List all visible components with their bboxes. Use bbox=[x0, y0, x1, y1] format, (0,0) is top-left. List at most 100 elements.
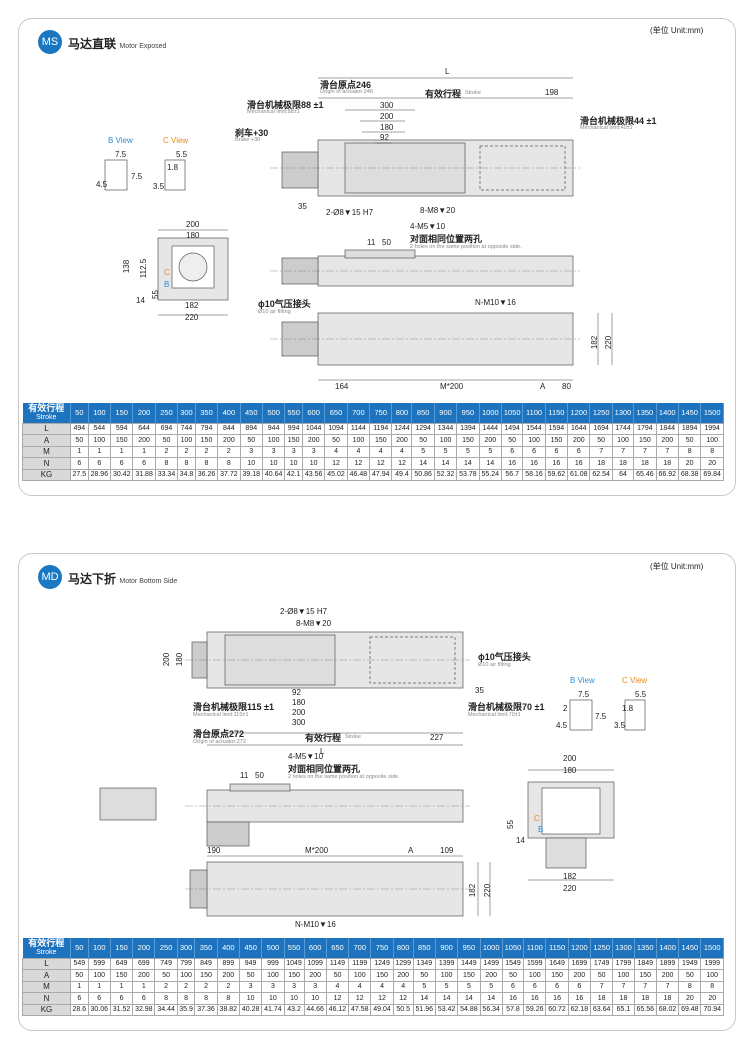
stroke-value: 850 bbox=[413, 938, 436, 958]
stroke-value: 150 bbox=[110, 403, 134, 423]
ms-badge: MS bbox=[38, 30, 62, 54]
table-cell: 8 bbox=[678, 980, 702, 993]
table-cell: 150 bbox=[457, 969, 481, 982]
md-left-180: 180 bbox=[175, 652, 185, 667]
table-cell: 12 bbox=[348, 992, 372, 1005]
stroke-value: 1050 bbox=[502, 938, 525, 958]
table-cell: 49.04 bbox=[370, 1003, 394, 1016]
md-dim-200: 200 bbox=[292, 708, 306, 717]
table-cell: 56.7 bbox=[500, 468, 524, 481]
table-cell: 3 bbox=[238, 980, 263, 993]
table-cell: 100 bbox=[176, 969, 196, 982]
md-c-55: 5.5 bbox=[635, 690, 647, 699]
table-cell: 150 bbox=[109, 969, 134, 982]
md-end-182: 182 bbox=[563, 872, 577, 881]
md-dim-227: 227 bbox=[430, 733, 444, 742]
table-cell: 7 bbox=[633, 980, 657, 993]
stroke-value: 350 bbox=[195, 403, 219, 423]
table-cell: 899 bbox=[216, 957, 240, 970]
table-cell: 200 bbox=[392, 969, 414, 982]
table-cell: 8 bbox=[194, 992, 218, 1005]
table-cell: 50 bbox=[412, 969, 436, 982]
table-cell: 949 bbox=[238, 957, 263, 970]
table-cell: 68.38 bbox=[677, 468, 702, 481]
table-cell: 20 bbox=[678, 992, 702, 1005]
stroke-header-cn: 有效行程 bbox=[28, 938, 65, 949]
table-cell: 1099 bbox=[303, 957, 327, 970]
md-v220: 220 bbox=[483, 883, 493, 898]
ms-dim-80: 80 bbox=[562, 382, 571, 391]
stroke-value: 200 bbox=[132, 403, 156, 423]
md-b-2: 2 bbox=[563, 704, 568, 713]
stroke-value: 150 bbox=[110, 938, 134, 958]
ms-motor bbox=[281, 151, 319, 189]
md-origin-en: Origin of actuator:272 bbox=[193, 739, 246, 745]
ms-dim-35: 35 bbox=[298, 202, 307, 211]
table-cell: 43.2 bbox=[283, 1003, 305, 1016]
md-nm10: N-M10▼16 bbox=[295, 920, 336, 929]
table-cell: 8 bbox=[176, 992, 196, 1005]
table-cell: 2 bbox=[194, 980, 218, 993]
stroke-value: 100 bbox=[88, 938, 111, 958]
stroke-value: 1350 bbox=[633, 403, 657, 423]
table-cell: 55.24 bbox=[478, 468, 502, 481]
ms-dim-300: 300 bbox=[380, 101, 394, 110]
stroke-header-cn: 有效行程 bbox=[28, 403, 65, 414]
ms-end-180: 180 bbox=[186, 231, 200, 240]
ms-end-220: 220 bbox=[185, 313, 199, 322]
stroke-value: 300 bbox=[177, 403, 196, 423]
table-cell: 1994 bbox=[700, 422, 724, 435]
table-cell: 10 bbox=[261, 992, 285, 1005]
stroke-value: 750 bbox=[370, 938, 394, 958]
table-cell: 10 bbox=[303, 992, 327, 1005]
ms-dim-A: A bbox=[540, 382, 546, 391]
ms-end-B: B bbox=[164, 280, 170, 289]
table-cell: 28.6 bbox=[70, 1003, 89, 1016]
table-cell: 18 bbox=[655, 992, 680, 1005]
table-cell: 50 bbox=[238, 969, 263, 982]
table-cell: 200 bbox=[132, 969, 156, 982]
table-cell: 200 bbox=[567, 969, 592, 982]
stroke-value: 1150 bbox=[545, 938, 569, 958]
row-header: M bbox=[22, 980, 71, 993]
md-dim-180: 180 bbox=[292, 698, 306, 707]
table-cell: 40.64 bbox=[261, 468, 286, 481]
md-stroke-cn: 有效行程 bbox=[305, 733, 342, 743]
table-cell: 1849 bbox=[633, 957, 657, 970]
row-header: N bbox=[22, 457, 71, 470]
table-cell: 40.28 bbox=[238, 1003, 263, 1016]
table-cell: 5 bbox=[412, 980, 436, 993]
table-cell: 62.54 bbox=[589, 468, 613, 481]
table-cell: 14 bbox=[434, 992, 459, 1005]
table-cell: 36.26 bbox=[194, 468, 219, 481]
stroke-value: 1400 bbox=[656, 938, 680, 958]
stroke-value: 1200 bbox=[568, 938, 592, 958]
stroke-value: 500 bbox=[262, 403, 286, 423]
table-cell: 56.34 bbox=[479, 1003, 503, 1016]
table-cell: 70.94 bbox=[700, 1003, 724, 1016]
md-end-200: 200 bbox=[563, 754, 577, 763]
table-cell: 18 bbox=[612, 992, 635, 1005]
table-cell: 1349 bbox=[412, 957, 436, 970]
ms-mech-left-en: Mechanical limit:88±1 bbox=[247, 109, 300, 115]
table-cell: 150 bbox=[370, 969, 394, 982]
md-end-C: C bbox=[534, 814, 540, 823]
table-cell: 1049 bbox=[283, 957, 305, 970]
table-cell: 18 bbox=[633, 992, 657, 1005]
md-mech-left-en: Mechanical limit:115±1 bbox=[193, 712, 249, 718]
stroke-value: 1350 bbox=[634, 938, 657, 958]
md-dim-35: 35 bbox=[475, 686, 484, 695]
stroke-header-en: Stroke bbox=[36, 948, 57, 956]
table-cell: 50 bbox=[70, 969, 89, 982]
stroke-value: 600 bbox=[304, 938, 327, 958]
md-pin-holes: 2-Ø8▼15 H7 bbox=[280, 607, 328, 616]
table-cell: 37.36 bbox=[194, 1003, 218, 1016]
table-cell: 1 bbox=[70, 980, 89, 993]
table-cell: 50 bbox=[501, 969, 525, 982]
